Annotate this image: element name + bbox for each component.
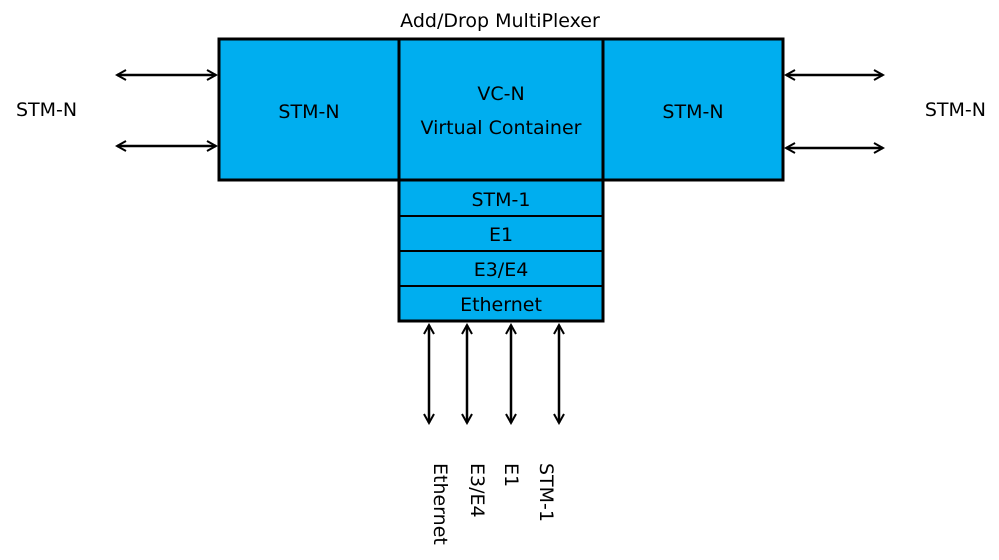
tributary-label-stm1: STM-1	[471, 189, 530, 211]
right-block-label: STM-N	[662, 101, 723, 123]
left-stm-block	[217, 37, 401, 182]
tributary-label-e3e4: E3/E4	[474, 259, 529, 281]
center-block-line2: Virtual Container	[421, 117, 582, 139]
diagram-title: Add/Drop MultiPlexer	[400, 10, 600, 32]
tributary-stack: STM-1 E1 E3/E4 Ethernet	[397, 178, 605, 323]
drop-label-e3e4: E3/E4	[466, 463, 488, 518]
tributary-stack-border	[397, 178, 605, 323]
center-block-line1: VC-N	[477, 83, 524, 105]
right-port-label: STM-N	[925, 99, 986, 121]
drop-label-stm1: STM-1	[535, 463, 557, 522]
drop-label-e1: E1	[500, 463, 522, 487]
center-vc-block	[397, 37, 605, 182]
left-block-label: STM-N	[278, 101, 339, 123]
tributary-label-ethernet: Ethernet	[460, 294, 542, 316]
drop-label-ethernet: Ethernet	[429, 463, 451, 545]
left-port-label: STM-N	[16, 99, 77, 121]
right-stm-block	[601, 37, 785, 182]
tributary-label-e1: E1	[489, 224, 513, 246]
